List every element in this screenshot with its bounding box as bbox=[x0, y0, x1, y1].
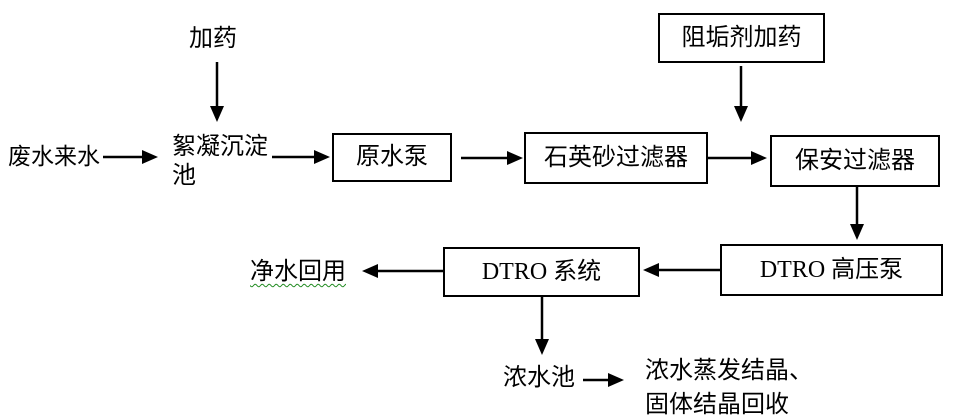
arrow-quartzfilter-to-securityfilter bbox=[708, 151, 767, 165]
antiscalant-dosing-box: 阻垢剂加药 bbox=[658, 13, 825, 63]
dosing-label: 加药 bbox=[189, 26, 237, 52]
influent-label: 废水来水 bbox=[8, 144, 100, 169]
antiscalant-dosing-label: 阻垢剂加药 bbox=[681, 24, 802, 51]
concentrate-treatment-line2: 固体结晶回收 bbox=[645, 392, 789, 417]
quartz-sand-filter-box: 石英砂过滤器 bbox=[524, 132, 708, 184]
raw-water-pump-box: 原水泵 bbox=[332, 133, 452, 182]
security-filter-label: 保安过滤器 bbox=[795, 147, 915, 174]
concentrate-treatment-label: 浓水蒸发结晶、 固体结晶回收 bbox=[645, 354, 813, 417]
concentrate-treatment-line1: 浓水蒸发结晶、 bbox=[645, 358, 813, 384]
dtro-system-label: DTRO 系统 bbox=[481, 258, 602, 285]
dtro-hp-pump-label: DTRO 高压泵 bbox=[759, 256, 904, 283]
clean-water-reuse-label: 净水回用 bbox=[250, 259, 346, 285]
raw-water-pump-label: 原水泵 bbox=[356, 144, 428, 171]
arrow-hppump-to-dtrosystem bbox=[643, 263, 720, 277]
arrow-dtrosystem-to-reuse bbox=[362, 264, 443, 278]
security-filter-box: 保安过滤器 bbox=[770, 135, 940, 187]
quartz-sand-filter-label: 石英砂过滤器 bbox=[544, 144, 688, 171]
concentrate-tank-label: 浓水池 bbox=[503, 365, 575, 391]
arrow-securityfilter-to-hppump bbox=[850, 187, 864, 240]
arrow-antiscalant-to-securityfilter bbox=[734, 66, 748, 122]
arrow-influent-to-flocculation bbox=[103, 150, 158, 164]
arrow-dtrosystem-to-concentrate bbox=[535, 297, 549, 355]
arrow-dosing-to-flocculation bbox=[210, 62, 224, 122]
dtro-system-box: DTRO 系统 bbox=[443, 247, 640, 297]
flocculation-tank-label: 絮凝沉淀池 bbox=[172, 134, 268, 189]
arrow-rawpump-to-quartzfilter bbox=[461, 151, 523, 165]
dtro-hp-pump-box: DTRO 高压泵 bbox=[720, 244, 943, 296]
arrow-concentrate-to-crystallization bbox=[583, 373, 624, 387]
arrow-flocculation-to-rawpump bbox=[272, 150, 330, 164]
